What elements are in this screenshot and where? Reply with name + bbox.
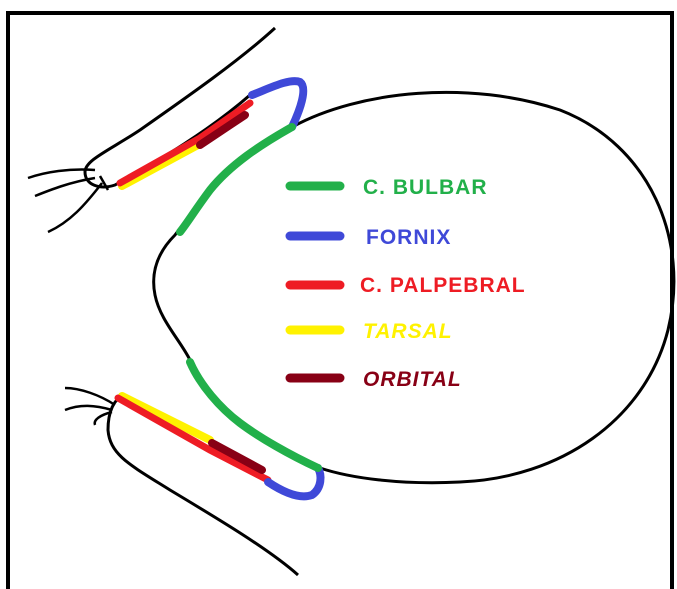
legend-label-bulbar: C. BULBAR <box>363 176 488 199</box>
upper-eyelashes <box>28 169 108 232</box>
upper-fornix-segment <box>252 81 303 127</box>
lower-fornix-segment <box>268 468 320 496</box>
upper-tarsal-segment <box>122 145 198 186</box>
legend-label-tarsal: TARSAL <box>363 320 453 343</box>
diagram-frame <box>8 13 672 589</box>
legend-label-palpebral: C. PALPEBRAL <box>360 274 526 297</box>
legend-label-orbital: ORBITAL <box>363 368 462 391</box>
legend-label-fornix: FORNIX <box>366 226 451 249</box>
lower-palpebral-segment <box>118 398 268 480</box>
lower-tarsal-segment <box>122 396 210 440</box>
